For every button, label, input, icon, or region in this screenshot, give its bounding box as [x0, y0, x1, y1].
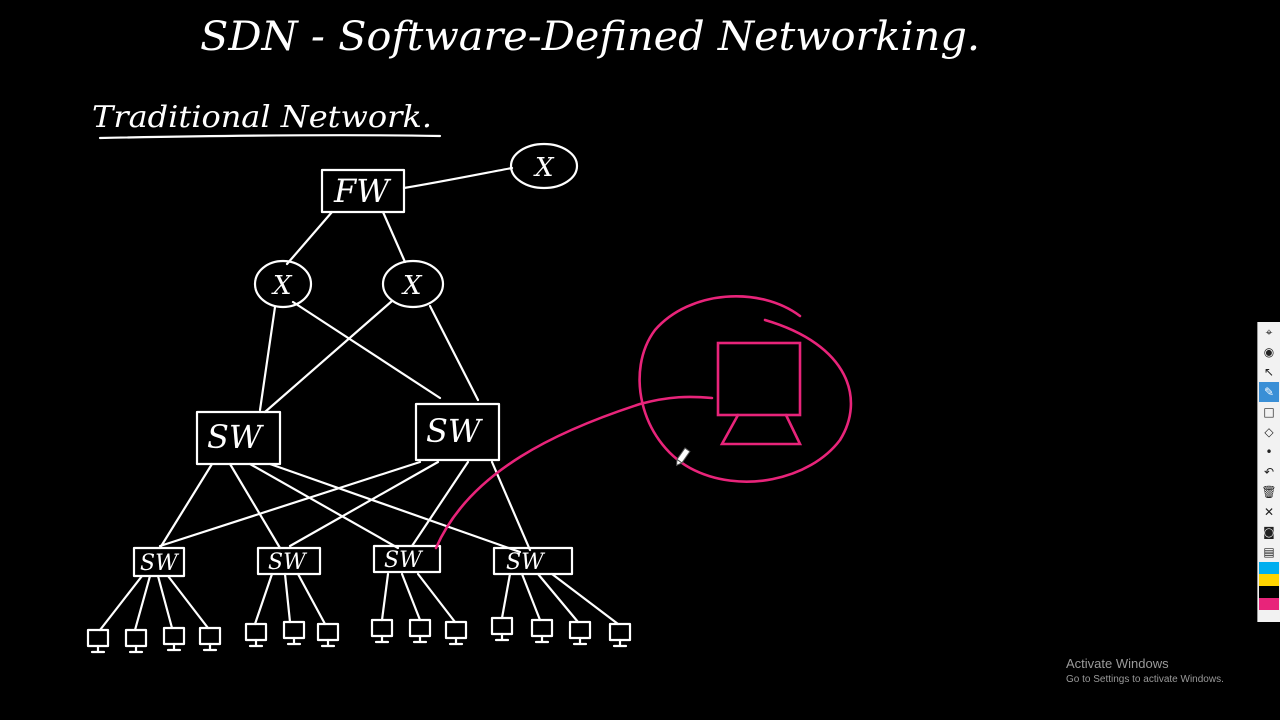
access-switch-4: SW — [492, 546, 574, 576]
router-mark: X — [533, 153, 555, 183]
core-switch-left: SW — [195, 410, 282, 466]
core-switch-right: SW — [414, 402, 501, 462]
access-switch-2: SW — [256, 546, 322, 576]
pen-cursor-icon — [676, 447, 691, 467]
subtitle-underline — [98, 134, 442, 140]
router-mark: X — [401, 271, 423, 301]
firewall-label: FW — [333, 172, 392, 210]
clipboard-icon[interactable]: ▤ — [1263, 545, 1275, 559]
eraser-icon[interactable]: ◇ — [1264, 425, 1274, 439]
color-swatch[interactable] — [1259, 562, 1279, 574]
firewall-node: FW — [320, 168, 406, 214]
highlight-annotation — [434, 295, 853, 550]
dot-icon[interactable]: • — [1265, 445, 1273, 459]
router-left: X — [253, 259, 313, 309]
router-external: X — [509, 142, 579, 190]
cursor-icon[interactable]: ↖ — [1263, 365, 1275, 379]
color-swatch[interactable] — [1259, 586, 1279, 598]
pin-icon[interactable]: ⌖ — [1265, 325, 1273, 339]
switch-label: SW — [268, 550, 308, 575]
watermark-title: Activate Windows — [1066, 656, 1169, 671]
access-switch-1: SW — [132, 546, 186, 578]
whiteboard-title: SDN - Software-Defined Networking. — [200, 14, 980, 60]
highlight-pointer-line — [434, 395, 714, 550]
color-swatch[interactable] — [1259, 598, 1279, 610]
highlight-circle — [638, 295, 853, 483]
activation-watermark: Activate Windows Go to Settings to activ… — [1066, 656, 1224, 685]
connection-lines — [98, 166, 620, 632]
large-monitor-icon — [716, 341, 803, 446]
undo-icon[interactable]: ↶ — [1263, 465, 1275, 479]
switch-label: SW — [426, 412, 484, 450]
pen-icon[interactable]: ✎ — [1259, 382, 1279, 402]
switch-label: SW — [140, 551, 180, 576]
switch-label: SW — [384, 548, 424, 573]
switch-label: SW — [506, 550, 546, 575]
trash-icon[interactable]: 🗑 — [1261, 485, 1277, 499]
rectangle-icon[interactable]: □ — [1263, 405, 1275, 419]
watermark-subtitle: Go to Settings to activate Windows. — [1066, 674, 1224, 685]
router-mark: X — [271, 271, 293, 301]
camera-icon[interactable]: ◙ — [1263, 525, 1275, 539]
access-switch-3: SW — [372, 544, 442, 574]
router-right: X — [381, 259, 445, 309]
eye-icon[interactable]: ◉ — [1263, 345, 1275, 359]
switch-label: SW — [207, 418, 265, 456]
annotation-toolbar: ⌖ ◉ ↖ ✎ □ ◇ • ↶ 🗑 ✕ ◙ ▤ — [1257, 322, 1280, 622]
close-icon[interactable]: ✕ — [1263, 505, 1275, 519]
host-computers — [86, 616, 632, 654]
color-swatch[interactable] — [1259, 574, 1279, 586]
whiteboard-subtitle: Traditional Network. — [92, 100, 432, 135]
